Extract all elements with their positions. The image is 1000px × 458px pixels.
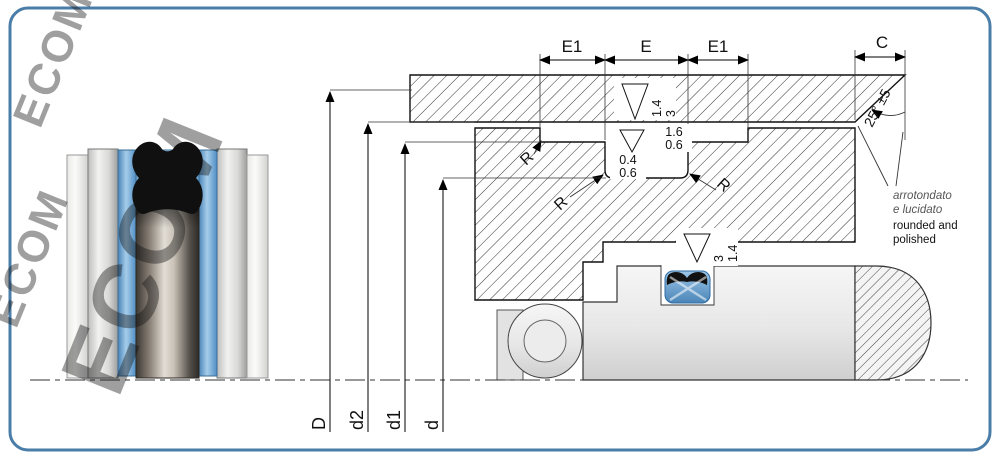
gland-block-with-groove — [474, 127, 856, 301]
finish-triangle-bottom-icon — [683, 233, 711, 264]
shaft-end-section — [854, 265, 932, 381]
left-section-illustration — [66, 141, 269, 379]
note-english-2: polished — [893, 234, 936, 246]
installed-seal-cross — [669, 275, 707, 302]
housing-ring-inner-left — [87, 148, 119, 379]
finish-bottom-value-2: 1.4 — [726, 245, 740, 262]
note-english-1: rounded and — [893, 220, 958, 232]
finish-callout-bottom: 3 1.4 — [676, 228, 740, 266]
finish-top-value-1: 1.4 — [650, 100, 664, 117]
shaft-body — [582, 265, 856, 381]
dim-e: E — [640, 37, 651, 56]
finish-bottom-value-1: 3 — [712, 255, 726, 262]
groove-value-left-bottom: 0.6 — [619, 166, 636, 180]
groove-triangle-icon — [619, 129, 645, 154]
cross-section-drawing — [409, 74, 932, 381]
annotations: E1 E E1 C 25° ±5 arrotondato e lucidato … — [309, 33, 958, 432]
finish-top-value-2: 3 — [664, 110, 678, 117]
dim-d: d — [422, 420, 442, 430]
dim-d2: d2 — [347, 410, 367, 430]
housing-ring-outer-right — [246, 154, 269, 379]
installed-seal-assembly — [660, 265, 715, 306]
note-italian-1: arrotondato — [893, 190, 952, 202]
shaft-eye-inner — [523, 319, 567, 363]
dim-e1-right: E1 — [708, 37, 729, 56]
groove-value-left-top: 0.4 — [619, 153, 636, 167]
note-italian-2: e lucidato — [893, 204, 943, 216]
x-ring-seal — [132, 141, 203, 214]
dim-e1-left: E1 — [562, 37, 583, 56]
angle-arc — [871, 109, 906, 119]
dim-D: D — [309, 417, 329, 430]
note-text: arrotondato e lucidato rounded and polis… — [893, 190, 958, 246]
finish-callout-top: 1.4 3 — [614, 78, 678, 121]
diameter-dimensions: D d2 d1 d — [309, 89, 606, 432]
finish-triangle-icon — [621, 83, 649, 121]
dim-c: C — [876, 33, 888, 52]
groove-value-right-top: 1.6 — [665, 125, 682, 139]
groove-value-right-bottom: 0.6 — [665, 138, 682, 152]
groove-values: 1.6 0.6 0.4 0.6 — [610, 124, 692, 180]
dim-d1: d1 — [384, 410, 404, 430]
